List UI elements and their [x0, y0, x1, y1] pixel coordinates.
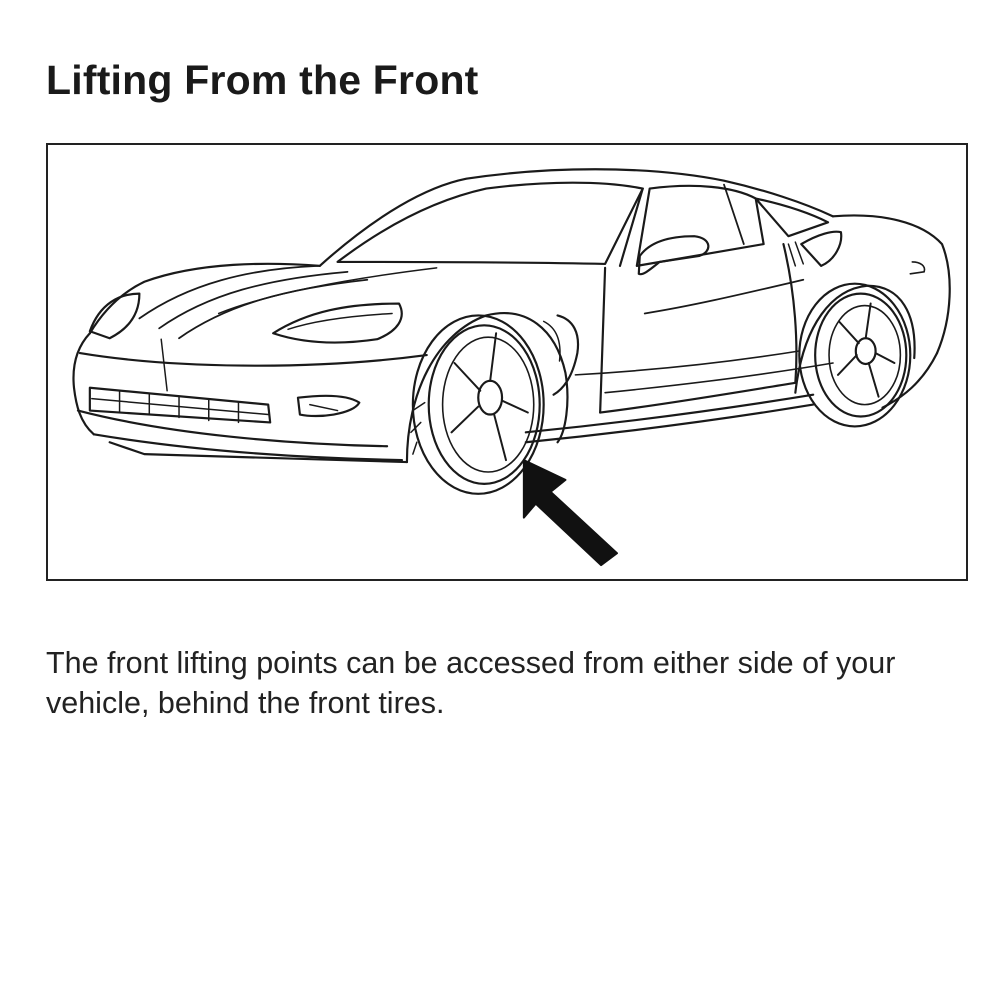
illustration-frame — [46, 143, 968, 581]
car-illustration — [72, 168, 951, 567]
rear-wheel — [798, 282, 912, 428]
front-wheel — [410, 314, 545, 495]
lifting-points-description: The front lifting points can be accessed… — [46, 646, 896, 720]
section-title: Lifting From the Front — [46, 57, 479, 103]
car-body — [72, 168, 951, 464]
lift-point-arrow-icon — [522, 459, 618, 567]
